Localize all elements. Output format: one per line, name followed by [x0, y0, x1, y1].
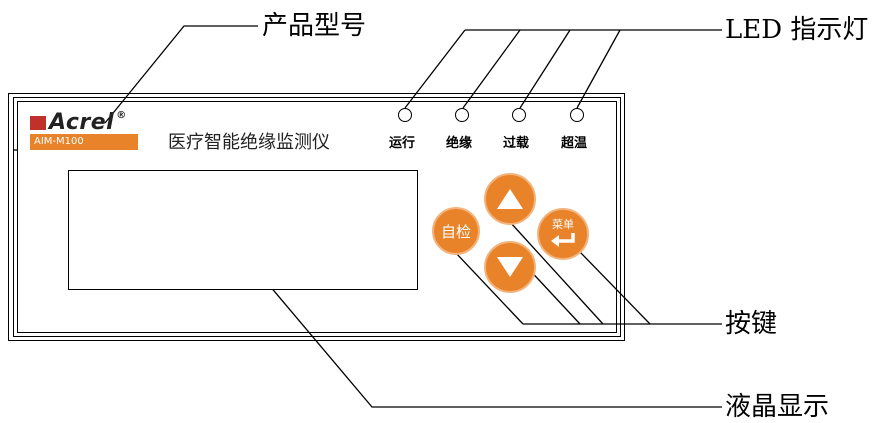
callout-led: LED 指示灯 [725, 15, 869, 45]
callout-keys: 按键 [725, 309, 778, 339]
up-button[interactable] [484, 173, 536, 225]
led-callout-line-4 [576, 29, 621, 109]
menu-enter-button[interactable]: 菜单 [537, 208, 589, 260]
device-panel-outer [8, 93, 625, 341]
lcd-screen [68, 170, 418, 290]
device-panel-frame [13, 97, 621, 337]
self-test-label: 自检 [440, 222, 471, 241]
led-overload [512, 108, 526, 122]
led-label-overload: 过载 [503, 136, 530, 151]
lcd-callout-line [252, 265, 722, 408]
model-callout-line [104, 25, 258, 124]
model-label: AIM-M100 [30, 134, 138, 150]
callout-model: 产品型号 [262, 11, 367, 41]
enter-arrow-icon [551, 233, 575, 247]
brand-logo: Acrel® [30, 110, 127, 135]
led-callout-line-1 [404, 29, 466, 109]
self-test-button[interactable]: 自检 [432, 207, 480, 255]
led-run [398, 108, 412, 122]
down-button[interactable] [484, 241, 536, 293]
triangle-down-icon [497, 257, 523, 277]
led-label-insulation: 绝缘 [446, 136, 473, 151]
device-name: 医疗智能绝缘监测仪 [168, 132, 330, 153]
device-panel-face [17, 101, 617, 333]
led-callout-line-3 [519, 29, 571, 109]
key-callout-line-1 [454, 251, 524, 325]
led-insulation [455, 108, 469, 122]
led-overtemp [570, 108, 584, 122]
led-callout-line-2 [462, 29, 521, 109]
led-label-run: 运行 [389, 136, 416, 151]
callout-lcd: 液晶显示 [725, 392, 830, 422]
logo-mark-icon [30, 116, 46, 130]
led-label-overtemp: 超温 [561, 136, 588, 151]
key-callout-line-3 [509, 221, 604, 325]
registered-mark: ® [116, 110, 127, 121]
key-callout-line-4 [579, 251, 651, 325]
menu-label: 菜单 [552, 218, 574, 231]
triangle-up-icon [497, 189, 523, 209]
brand-name: Acrel [49, 110, 115, 135]
